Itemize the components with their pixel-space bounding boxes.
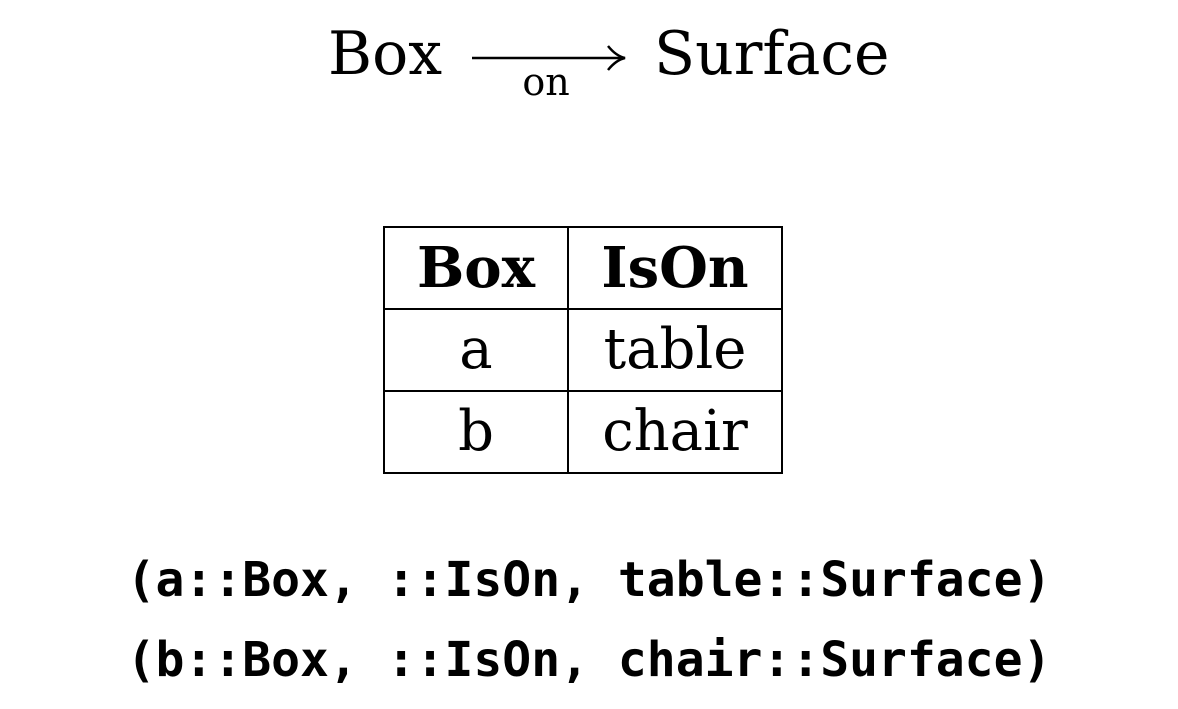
table-cell-box: a (383, 308, 569, 392)
source-node-label: Box (328, 19, 443, 89)
relation-arrow-diagram: Box on Surface (0, 0, 1178, 120)
arrow-icon (472, 45, 626, 71)
table-row: b chair (383, 390, 783, 474)
column-header-box: Box (383, 226, 569, 310)
table-header-row: Box IsOn (383, 226, 783, 310)
table-cell-box: b (383, 390, 569, 474)
edge-label: on (522, 60, 570, 104)
table-cell-ison: chair (567, 390, 783, 474)
tuple-list: (a::Box, ::IsOn, table::Surface) (b::Box… (0, 540, 1178, 700)
tuple-line: (a::Box, ::IsOn, table::Surface) (126, 552, 1052, 608)
relation-table-container: Box IsOn a table b chair (383, 226, 783, 474)
target-node-label: Surface (654, 19, 890, 89)
table-cell-ison: table (567, 308, 783, 392)
column-header-ison: IsOn (567, 226, 783, 310)
tuple-line: (b::Box, ::IsOn, chair::Surface) (126, 632, 1052, 688)
relation-table: Box IsOn a table b chair (383, 226, 783, 474)
table-row: a table (383, 308, 783, 392)
